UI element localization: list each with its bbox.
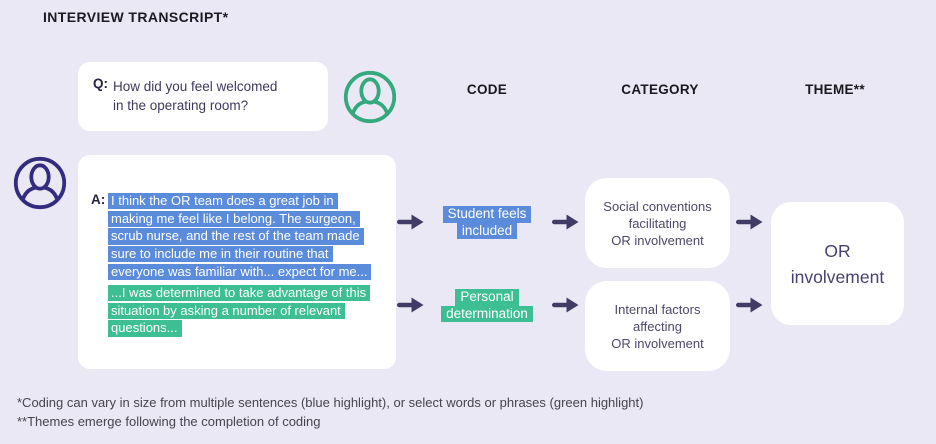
code-line: included: [456, 222, 518, 239]
column-header-theme: THEME**: [805, 82, 865, 97]
code-label-personal-determination: Personal determination: [407, 289, 567, 322]
green-highlight-line: questions...: [108, 320, 182, 337]
green-highlight-line: ...I was determined to take advantage of…: [108, 285, 371, 302]
category-card-internal-factors: Internal factors affecting OR involvemen…: [585, 281, 730, 371]
question-card: Q: How did you feel welcomed in the oper…: [78, 62, 328, 131]
code-line: determination: [441, 305, 533, 322]
answer-card: A: I think the OR team does a great job …: [78, 155, 396, 369]
column-header-category: CATEGORY: [621, 82, 699, 97]
code-label-student-feels-included: Student feels included: [407, 206, 567, 239]
arrow-right-icon: [552, 296, 579, 314]
blue-highlight-line: I think the OR team does a great job in: [108, 193, 338, 210]
code-line: Personal: [455, 289, 519, 306]
question-prefix: Q:: [93, 76, 108, 91]
arrow-right-icon: [397, 296, 424, 314]
interviewer-person-icon: [343, 70, 397, 124]
answer-prefix: A:: [91, 192, 106, 207]
answer-text: I think the OR team does a great job in …: [108, 193, 372, 338]
blue-highlight-line: everyone was familiar with... expect for…: [108, 263, 372, 281]
blue-highlight-line: scrub nurse, and the rest of the team ma…: [108, 228, 364, 245]
page-title: INTERVIEW TRANSCRIPT*: [43, 9, 229, 25]
theme-card-or-involvement: OR involvement: [771, 202, 904, 325]
code-line: Student feels: [442, 206, 532, 223]
green-highlight-line: situation by asking a number of relevant: [108, 302, 345, 319]
footnote-themes: **Themes emerge following the completion…: [17, 413, 321, 429]
question-text: How did you feel welcomed in the operati…: [113, 79, 278, 113]
arrow-right-icon: [736, 213, 763, 231]
arrow-right-icon: [552, 213, 579, 231]
arrow-right-icon: [397, 213, 424, 231]
blue-highlight-line: making me feel like I belong. The surgeo…: [108, 210, 360, 227]
blue-highlight-line: sure to include me in their routine that: [108, 246, 333, 263]
green-highlight-group: ...I was determined to take advantage of…: [108, 285, 371, 337]
column-header-code: CODE: [466, 82, 508, 97]
arrow-right-icon: [736, 296, 763, 314]
respondent-person-icon: [13, 156, 67, 210]
footnote-coding: *Coding can vary in size from multiple s…: [17, 395, 644, 410]
category-card-social-conventions: Social conventions facilitating OR invol…: [585, 178, 730, 268]
footnotes: *Coding can vary in size from multiple s…: [17, 394, 643, 431]
